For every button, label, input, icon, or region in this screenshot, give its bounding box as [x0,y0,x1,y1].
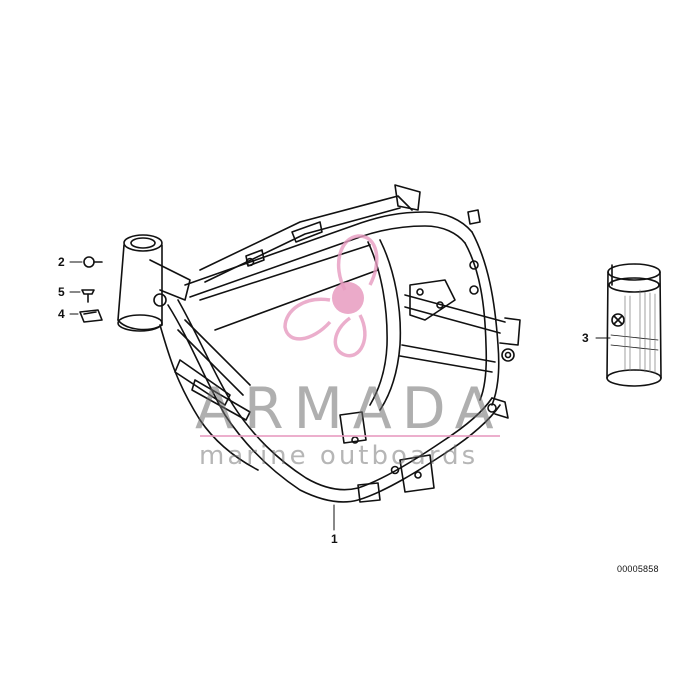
clip-nut-part [79,309,103,323]
steering-head [117,234,191,332]
callout-frame: 1 [331,532,338,546]
callout-screw: 2 [58,255,65,269]
callout-spray-can: 3 [582,331,589,345]
fastener-holes [245,257,515,479]
watermark-hub-icon [332,282,364,314]
reference-number: 00005858 [617,564,659,574]
spray-can-part [606,263,662,387]
watermark-brand: ARMADA [195,376,504,442]
screw-part [83,256,103,268]
watermark-tagline: marine outboards [199,441,479,471]
watermark-propeller-icon [283,234,379,358]
watermark-underline [200,435,500,437]
callout-clip-nut: 4 [58,307,65,321]
callout-bolt: 5 [58,285,65,299]
leader-lines [69,261,611,531]
bolt-part [81,289,95,303]
spray-can-shading [624,289,656,374]
